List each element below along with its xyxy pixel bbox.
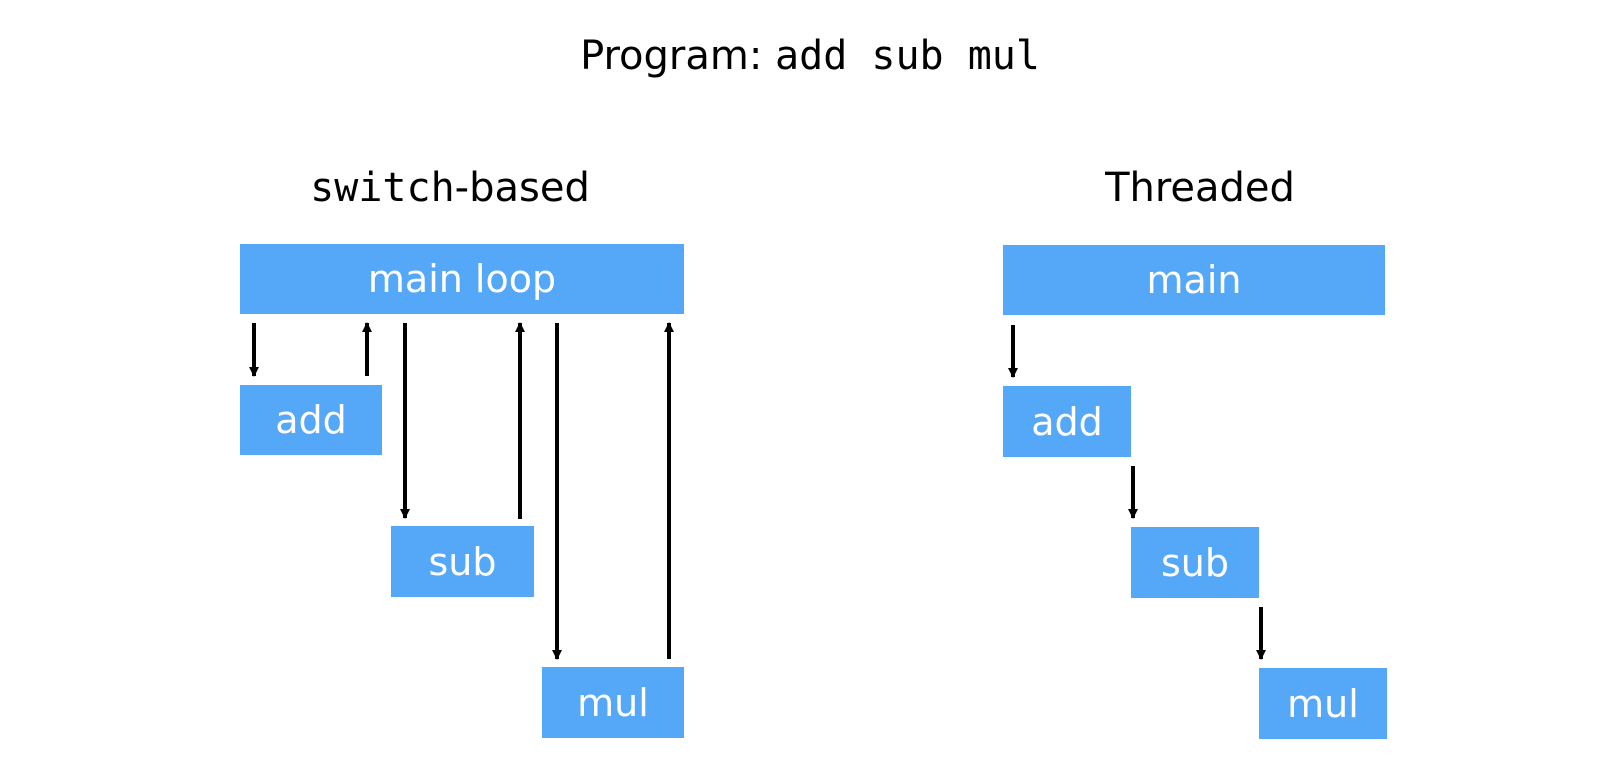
program-label: Program: (580, 33, 763, 79)
switch-mul-box: mul (542, 667, 684, 738)
threaded-mul-box: mul (1259, 668, 1387, 739)
switch-sub-box: sub (391, 526, 534, 597)
program-title: Program: add sub mul (0, 28, 1620, 84)
threaded-main-box: main (1003, 245, 1385, 315)
threaded-sub-box: sub (1131, 527, 1259, 598)
program-code: add sub mul (775, 33, 1040, 79)
switch-keyword: switch (310, 165, 455, 211)
switch-based-heading: switch-based (240, 160, 660, 216)
threaded-heading: Threaded (1105, 165, 1295, 211)
threaded-add-box: add (1003, 386, 1131, 457)
switch-add-box: add (240, 385, 382, 455)
based-suffix: -based (454, 165, 590, 211)
main-loop-box: main loop (240, 244, 684, 314)
